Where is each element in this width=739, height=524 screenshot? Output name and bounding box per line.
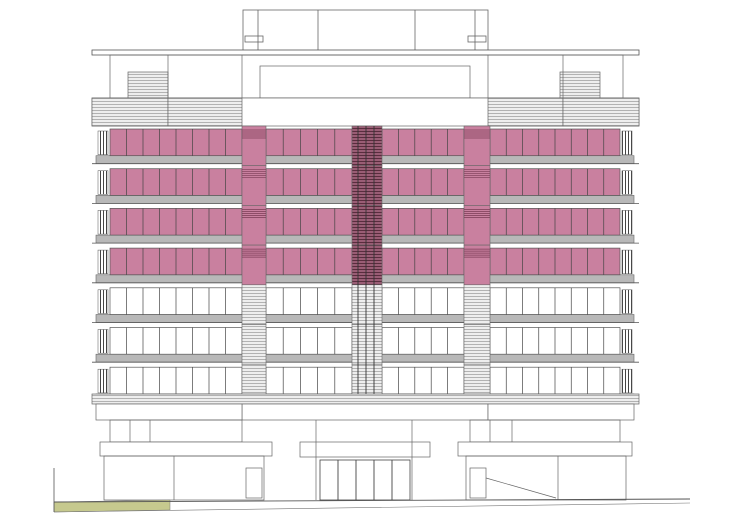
side-louver-left [97, 329, 109, 354]
core-segment [463, 125, 491, 167]
side-louver-left [97, 130, 109, 155]
glazing-bay [265, 366, 353, 395]
core-segment [463, 244, 491, 286]
core-segment [351, 244, 383, 286]
ground-line [53, 468, 691, 513]
glazing-bay [381, 327, 465, 355]
core-segment [463, 284, 491, 325]
core-segment [463, 205, 491, 246]
glazing-bay [381, 168, 465, 196]
side-louver-right [621, 289, 633, 314]
side-louver-right [621, 170, 633, 195]
core-segment [241, 324, 267, 365]
side-louver-left [97, 249, 109, 275]
glazing-bay [265, 128, 353, 157]
top-floor-mullions [167, 55, 564, 98]
transfer-level [91, 393, 640, 421]
side-louver-right [621, 249, 633, 275]
side-louver-left [97, 368, 109, 394]
side-louver-right [621, 368, 633, 394]
side-louver-right [621, 329, 633, 354]
glazing-bay [265, 327, 353, 355]
core-segment [463, 165, 491, 206]
glazing-bay [265, 208, 353, 236]
glazing-bay [381, 247, 465, 276]
core-segment [351, 324, 383, 365]
side-louver-right [621, 210, 633, 235]
core-segment [463, 324, 491, 365]
side-louver-left [97, 289, 109, 314]
podium [99, 419, 633, 501]
glazing-bay [381, 366, 465, 395]
core-segment [351, 125, 383, 167]
glazing-bay [265, 247, 353, 276]
rooftop-penthouse [242, 9, 489, 53]
glazing-bay [265, 168, 353, 196]
glazing-bay [265, 287, 353, 315]
vertical-cores [241, 125, 491, 405]
side-louver-right [621, 130, 633, 155]
core-segment [241, 125, 267, 167]
side-louver-left [97, 210, 109, 235]
core-segment [351, 165, 383, 206]
glazing-bay [381, 208, 465, 236]
parapet-band [91, 97, 640, 127]
core-segment [351, 284, 383, 325]
glazing-bay [381, 287, 465, 315]
main-entrance-doors [319, 459, 411, 501]
side-louver-left [97, 170, 109, 195]
core-segment [351, 205, 383, 246]
glazing-bay [381, 128, 465, 157]
top-floor [109, 54, 624, 99]
core-segment [241, 284, 267, 325]
roof-canopy [91, 49, 640, 56]
